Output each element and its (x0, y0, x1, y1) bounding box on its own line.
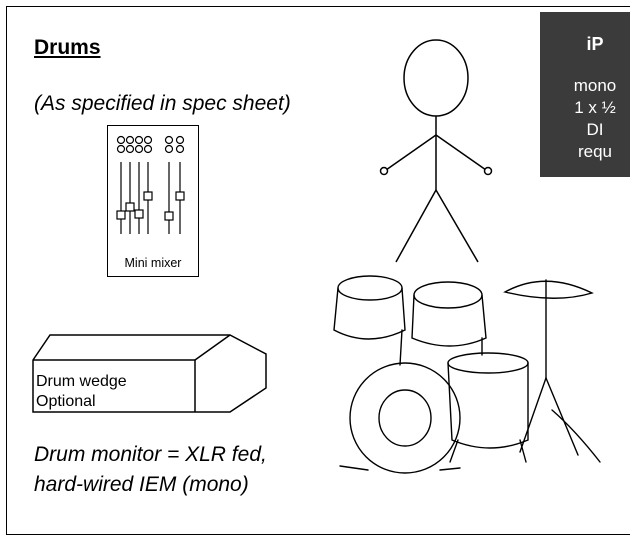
drum-kit-sketch (333, 275, 601, 474)
monitor-note: Drum monitor = XLR fed, hard-wired IEM (… (34, 440, 267, 500)
wedge-label: Drum wedge Optional (36, 372, 127, 412)
ipad-line: DI (586, 120, 604, 139)
ipad-box-lines: mono 1 x ½ DI requ (540, 75, 630, 163)
wedge-label-line: Drum wedge (36, 373, 127, 390)
ipad-line: mono (573, 76, 617, 95)
mixer-label: Mini mixer (124, 256, 182, 270)
ipad-line: requ (577, 142, 613, 161)
mini-mixer-icon: Mini mixer (107, 125, 199, 277)
monitor-note-line: hard-wired IEM (mono) (34, 473, 249, 496)
monitor-note-line: Drum monitor = XLR fed, (34, 443, 267, 466)
section-title: Drums (34, 36, 101, 59)
wedge-label-line: Optional (36, 393, 96, 410)
mixer-graphic (116, 135, 185, 234)
ipad-line: 1 x ½ (574, 98, 616, 117)
stick-figure-drummer (379, 39, 493, 263)
stage-frame (6, 6, 630, 535)
ipad-info-box: iP mono 1 x ½ DI requ (540, 12, 630, 177)
spec-note: (As specified in spec sheet) (34, 92, 291, 115)
ipad-box-title: iP (586, 34, 604, 54)
drum-wedge-icon (32, 334, 267, 413)
